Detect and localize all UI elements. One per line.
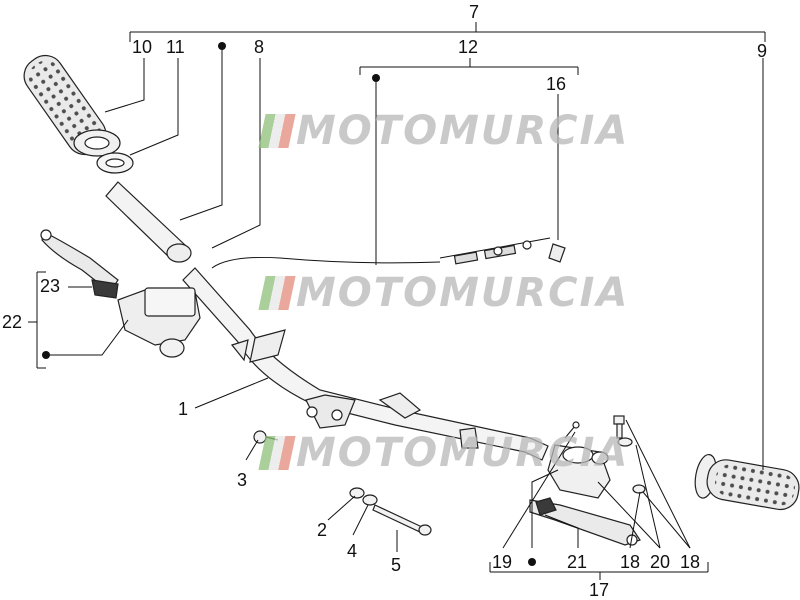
watermark-text: MOTOMURCIA <box>296 430 630 476</box>
watermark-top: MOTOMURCIA <box>258 108 630 154</box>
callout-7: 7 <box>469 2 479 22</box>
callout-8: 8 <box>254 37 264 57</box>
callout-22: 22 <box>2 312 22 332</box>
callout-19: 19 <box>492 552 512 572</box>
watermark-flag-icon <box>258 276 296 310</box>
callout-23: 23 <box>40 276 60 296</box>
watermark-middle: MOTOMURCIA <box>258 270 630 316</box>
callout-4: 4 <box>347 541 357 561</box>
screw-18 <box>613 415 646 494</box>
handlebar <box>182 267 549 461</box>
callout-16: 16 <box>546 74 566 94</box>
callout-18a: 18 <box>620 552 640 572</box>
watermark-text: MOTOMURCIA <box>296 108 630 154</box>
callout-5: 5 <box>391 555 401 575</box>
callout-9: 9 <box>757 41 767 61</box>
long-bolt-5 <box>372 504 432 536</box>
brake-lever-right <box>529 497 641 546</box>
watermark-flag-icon <box>258 114 296 148</box>
callout-1: 1 <box>178 399 188 419</box>
throttle-tube <box>105 181 192 263</box>
callout-2: 2 <box>317 520 327 540</box>
lever-clamp <box>547 444 611 499</box>
callout-10: 10 <box>132 37 152 57</box>
callout-17: 17 <box>589 580 609 600</box>
throttle-cable <box>211 237 566 269</box>
reference-dots <box>42 42 536 566</box>
master-cylinder <box>117 287 201 358</box>
right-grip <box>694 453 800 511</box>
watermark-text: MOTOMURCIA <box>296 270 630 316</box>
brake-lever-left <box>40 229 119 299</box>
washers-2-4 <box>349 487 378 506</box>
leader-lines <box>28 22 766 580</box>
washer-ring <box>96 152 134 174</box>
callout-12: 12 <box>458 37 478 57</box>
callout-20: 20 <box>650 552 670 572</box>
callouts: 7 10 11 8 12 9 16 23 22 1 3 2 4 5 19 21 … <box>2 2 767 600</box>
callout-21: 21 <box>567 552 587 572</box>
watermark-flag-icon <box>258 436 296 470</box>
watermark-bottom: MOTOMURCIA <box>258 430 630 476</box>
callout-11: 11 <box>166 37 185 57</box>
small-screw-19 <box>564 421 580 439</box>
callout-3: 3 <box>237 470 247 490</box>
callout-18b: 18 <box>680 552 700 572</box>
left-grip-ring <box>73 129 121 157</box>
left-grip <box>23 54 107 156</box>
